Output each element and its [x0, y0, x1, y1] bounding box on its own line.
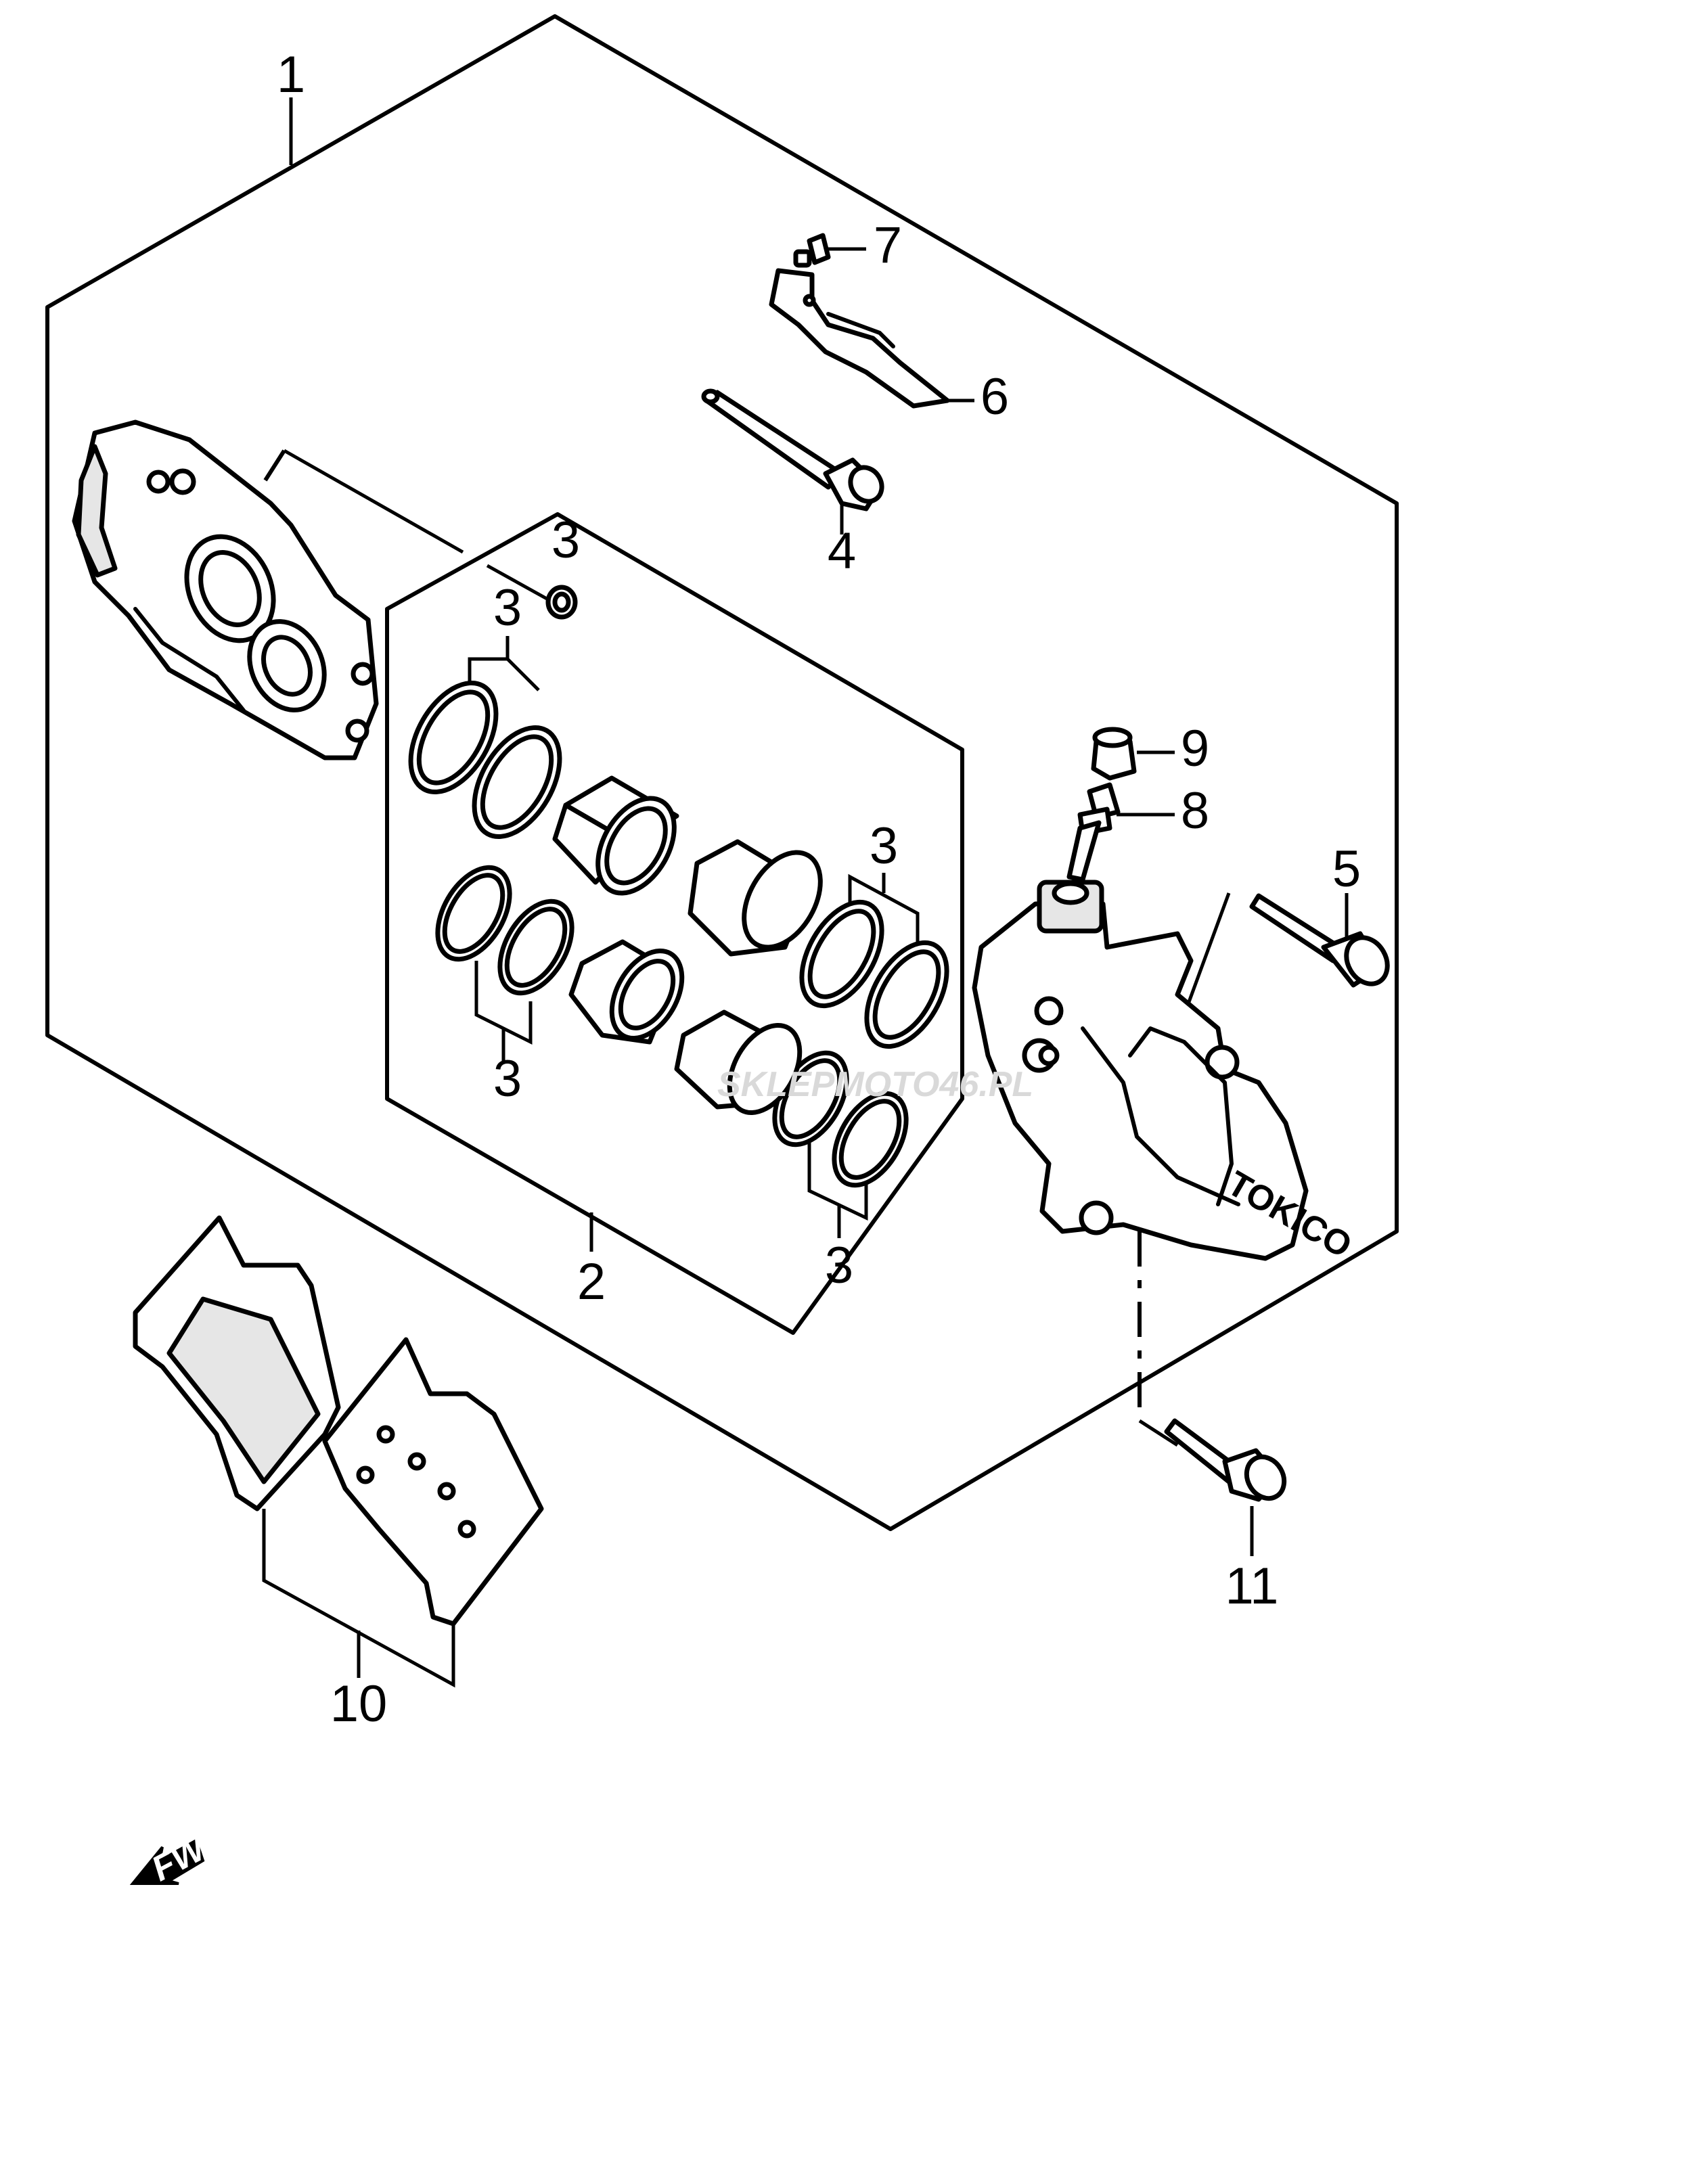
bleeder-valve-8 — [1066, 782, 1121, 882]
watermark: SKLEPMOTO46.PL — [717, 1065, 1033, 1104]
callout-5: 5 — [1332, 840, 1361, 898]
fwd-arrow-icon: FWD — [129, 1817, 235, 1889]
piston-seals — [408, 680, 949, 1188]
callout-3-seals-right-lower: 3 — [825, 1237, 853, 1294]
pistons — [552, 775, 823, 1115]
callout-3-seals-bottom-left: 3 — [493, 1050, 522, 1108]
caliper-half-left — [72, 419, 379, 760]
pad-pin-4 — [701, 388, 884, 511]
caliper-half-right: TOKICO — [972, 880, 1358, 1266]
bleeder-cap-9 — [1091, 727, 1137, 781]
callout-11: 11 — [1225, 1557, 1279, 1615]
callout-3-small-seal: 3 — [551, 511, 580, 569]
callout-1: 1 — [277, 46, 305, 104]
pad-spring-6 — [769, 268, 950, 409]
callout-3-seals-right-upper: 3 — [870, 817, 898, 875]
brake-pads-10 — [133, 1215, 544, 1626]
callout-3-seals-top-left: 3 — [493, 579, 522, 637]
callout-7: 7 — [874, 217, 902, 274]
callout-4: 4 — [828, 522, 856, 580]
bolt-5 — [1249, 893, 1390, 988]
callout-10: 10 — [330, 1675, 388, 1733]
callout-8: 8 — [1181, 782, 1209, 840]
callout-2: 2 — [577, 1253, 606, 1311]
screw-7 — [793, 233, 831, 268]
piston-kit-outline — [385, 512, 964, 1335]
bolt-11 — [1164, 1418, 1287, 1502]
callout-9: 9 — [1181, 720, 1209, 777]
caliper-assembly-outline — [45, 14, 1399, 1531]
callout-6: 6 — [981, 368, 1009, 426]
callouts: 1 2 3 3 3 3 3 4 5 6 7 8 9 10 11 — [277, 46, 1361, 1733]
fwd-label: FWD — [145, 1817, 235, 1889]
